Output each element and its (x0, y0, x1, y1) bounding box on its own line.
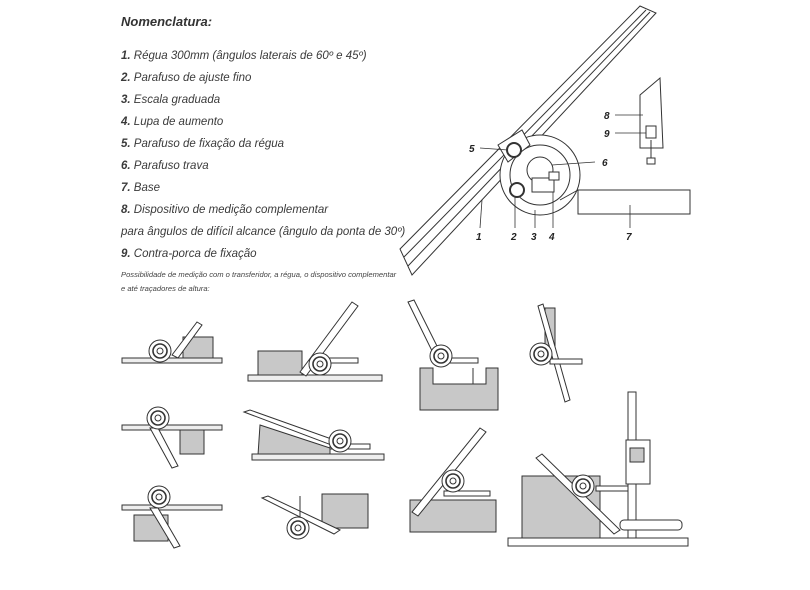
example-10-height-gauge (507, 391, 689, 547)
callout-5: 5 (469, 144, 475, 155)
example-9 (260, 493, 369, 540)
legend-item-2: 2. Parafuso de ajuste fino (121, 72, 252, 84)
legend-item-4: 4. Lupa de aumento (121, 116, 224, 128)
example-6 (242, 409, 385, 461)
callout-3: 3 (531, 232, 537, 243)
nomenclature-title: Nomenclatura: (121, 14, 213, 29)
callout-2: 2 (510, 232, 517, 243)
legend-item-8: 8. Dispositivo de medição complementar (121, 204, 329, 216)
nomenclature-list: 1. Régua 300mm (ângulos laterais de 60º … (121, 45, 405, 265)
usage-note-line-1: Possibilidade de medição com o transferi… (121, 270, 397, 279)
callout-8: 8 (604, 111, 610, 122)
legend-item-3: 3. Escala graduada (121, 94, 221, 106)
example-2 (247, 301, 383, 382)
example-3 (407, 299, 499, 411)
callout-7: 7 (626, 232, 632, 243)
example-5 (121, 406, 223, 469)
example-1 (121, 321, 223, 364)
callout-9: 9 (604, 129, 610, 140)
example-8 (121, 485, 223, 549)
example-7 (409, 427, 497, 533)
callout-4: 4 (548, 232, 555, 243)
usage-note-line-2: e até traçadores de altura: (121, 284, 210, 293)
main-base (577, 189, 691, 215)
usage-note: Possibilidade de medição com o transferi… (121, 268, 421, 296)
legend-item-8-cont: para ângulos de difícil alcance (ângulo … (121, 226, 406, 238)
example-4 (529, 303, 583, 403)
callout-1: 1 (476, 232, 482, 243)
legend-item-9: 9. Contra-porca de fixação (121, 248, 257, 260)
callout-6: 6 (602, 158, 608, 169)
legend-item-7: 7. Base (121, 182, 161, 194)
legend-item-6: 6. Parafuso trava (121, 160, 209, 172)
legend-item-5: 5. Parafuso de fixação da régua (121, 138, 285, 150)
legend-item-1: 1. Régua 300mm (ângulos laterais de 60º … (121, 50, 367, 62)
complementary-device (639, 76, 664, 165)
main-protractor-drawing (399, 5, 691, 276)
